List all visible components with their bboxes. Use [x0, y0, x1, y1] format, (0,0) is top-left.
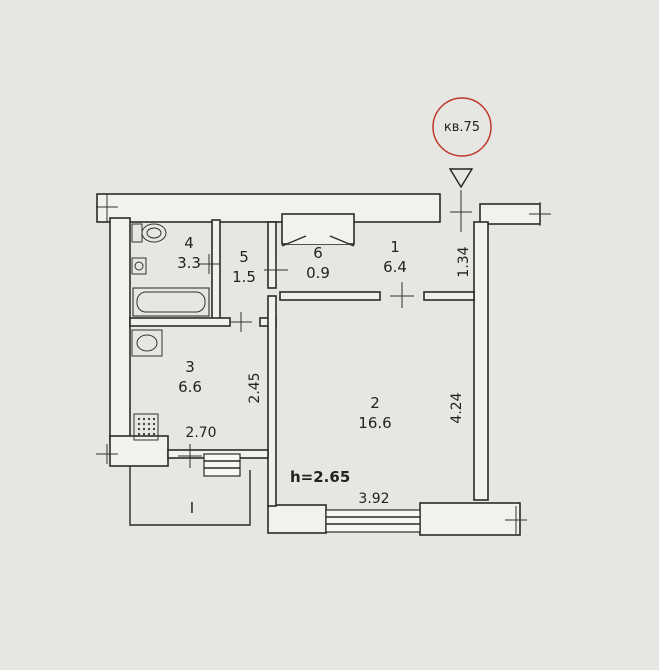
- wall-bath-right: [211, 219, 221, 321]
- badge-circle: [432, 97, 492, 157]
- toilet-icon: [131, 223, 167, 243]
- wall-wc-right: [267, 221, 277, 289]
- room-3: 3 6.6: [178, 358, 202, 396]
- dimension-2-70: 2.70: [185, 425, 216, 441]
- window: [325, 509, 421, 533]
- room-4-area: 3.3: [177, 254, 201, 272]
- wall-bottom-right: [419, 502, 521, 536]
- wall-bottom-mid: [267, 504, 327, 534]
- dimension-1-34: 1.34: [456, 246, 472, 277]
- badge-text: кв.75: [444, 120, 480, 135]
- stove-icon: [133, 413, 159, 441]
- room-1-number: 1: [390, 238, 400, 256]
- sink-icon: [131, 257, 147, 275]
- wall-living-left: [267, 295, 277, 507]
- dimension-4-24: 4.24: [449, 392, 465, 423]
- wall-top-left: [96, 193, 441, 223]
- wall-left: [109, 217, 131, 441]
- apartment-badge: кв.75: [432, 97, 492, 157]
- bathtub-icon: [132, 287, 210, 317]
- room-4: 4 3.3: [177, 234, 201, 272]
- room-1-area: 6.4: [383, 258, 407, 276]
- room-6: 6 0.9: [306, 244, 330, 282]
- dimension-2-45: 2.45: [247, 372, 263, 403]
- wall-living-top-r: [423, 291, 475, 301]
- room-2-area: 16.6: [358, 414, 391, 432]
- room-2: 2 16.6: [358, 394, 391, 432]
- wall-balcony-edge: [109, 435, 169, 467]
- room-5: 5 1.5: [232, 248, 256, 286]
- entrance-arrow-icon: [448, 168, 474, 189]
- balcony-door: [203, 453, 241, 477]
- room-6-area: 0.9: [306, 264, 330, 282]
- room-4-number: 4: [184, 234, 194, 252]
- wall-kitchen-top: [129, 317, 231, 327]
- axis-markers: [96, 190, 551, 534]
- room-3-number: 3: [185, 358, 195, 376]
- room-2-number: 2: [370, 394, 380, 412]
- wall-living-top-l: [279, 291, 381, 301]
- room-6-number: 6: [313, 244, 323, 262]
- balcony-label: I: [190, 499, 194, 517]
- ceiling-height: h=2.65: [290, 468, 350, 486]
- wall-right: [473, 221, 489, 501]
- room-1: 1 6.4: [383, 238, 407, 276]
- kitchen-sink-icon: [131, 329, 163, 357]
- room-5-area: 1.5: [232, 268, 256, 286]
- balcony-outline: [129, 466, 251, 526]
- dimension-3-92: 3.92: [358, 491, 389, 507]
- room-3-area: 6.6: [178, 378, 202, 396]
- room-5-number: 5: [239, 248, 249, 266]
